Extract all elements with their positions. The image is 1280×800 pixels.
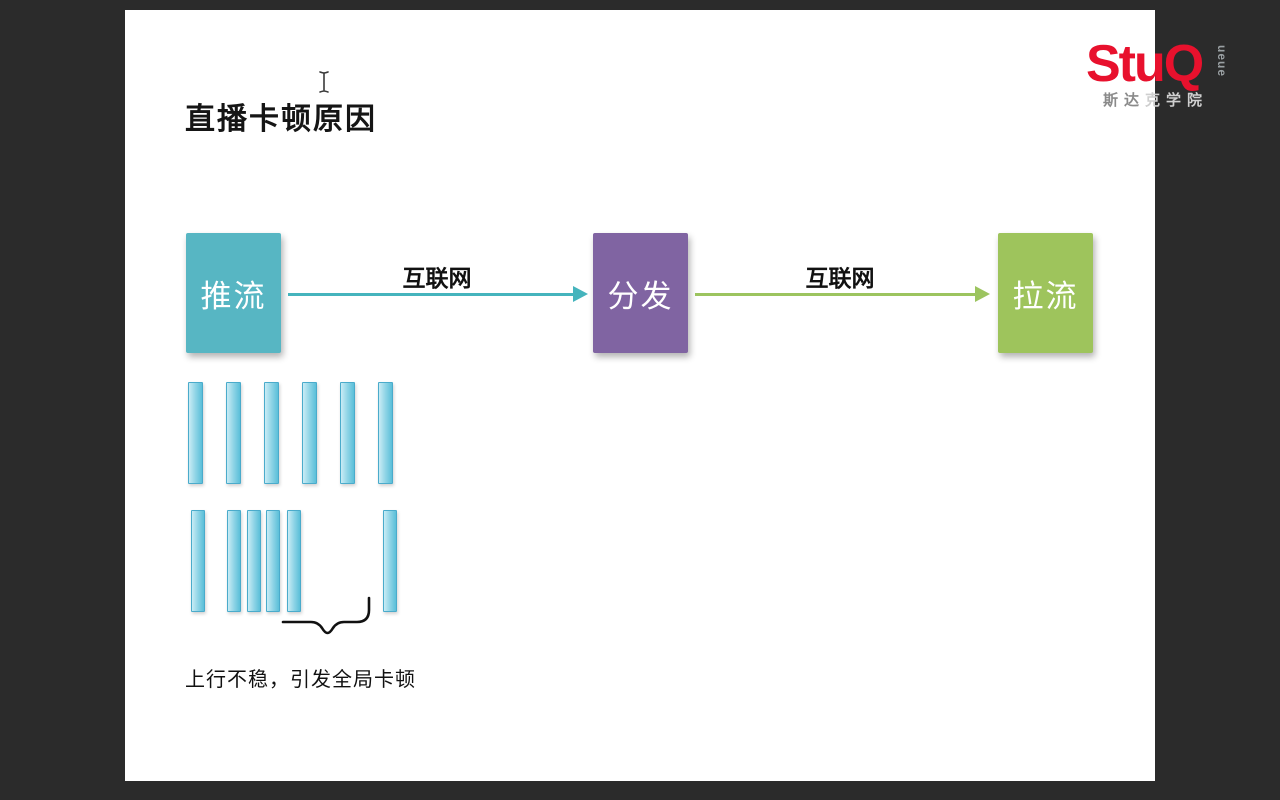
signal-bar (247, 510, 261, 612)
signal-bar (226, 382, 241, 484)
stuq-logo-brand: StuQ (1086, 35, 1204, 93)
stuq-logo-subtitle-right: 克学院 (1145, 92, 1209, 109)
flow-node-distribute-label: 分发 (607, 278, 674, 314)
signal-bar (378, 382, 393, 484)
arrow-head-icon (573, 286, 588, 302)
edge-label-internet-2: 互联网 (805, 265, 875, 291)
arrow-line (288, 292, 573, 296)
signal-bars-unstable-row (125, 510, 1155, 612)
slide-title: 直播卡顿原因 (185, 103, 377, 136)
signal-bar (188, 382, 203, 484)
signal-bars-steady-row (125, 382, 1155, 484)
stuq-logo-vertical-text: ueue (1215, 45, 1229, 78)
stuq-logo-subtitle-left: 斯达 (1103, 92, 1146, 109)
text-cursor-icon (319, 71, 329, 93)
signal-bar (302, 382, 317, 484)
presentation-slide: 直播卡顿原因 推流 互联网 分发 互联网 拉流 上行不稳，引发全局卡顿 (125, 10, 1155, 781)
flow-node-distribute: 分发 (593, 233, 688, 353)
arrow-line (695, 292, 975, 296)
signal-bar (191, 510, 205, 612)
underbrace-icon (281, 596, 371, 635)
signal-bar (383, 510, 397, 612)
edge-arrow-push-to-distribute (288, 285, 588, 303)
edge-arrow-distribute-to-pull (695, 285, 990, 303)
arrow-head-icon (975, 286, 990, 302)
flow-node-pull: 拉流 (998, 233, 1093, 353)
signal-bar (227, 510, 241, 612)
stuq-logo: StuQ ueue 斯达克学院 (1086, 38, 1256, 113)
edge-label-internet-1: 互联网 (402, 265, 472, 291)
signal-bar (266, 510, 280, 612)
flow-node-push-label: 推流 (200, 278, 267, 314)
signal-bar (340, 382, 355, 484)
stuq-logo-subtitle: 斯达克学院 (1103, 89, 1208, 110)
flow-node-pull-label: 拉流 (1012, 278, 1079, 314)
slide-caption: 上行不稳，引发全局卡顿 (185, 669, 416, 691)
flow-node-push: 推流 (186, 233, 281, 353)
signal-bar (287, 510, 301, 612)
signal-bar (264, 382, 279, 484)
